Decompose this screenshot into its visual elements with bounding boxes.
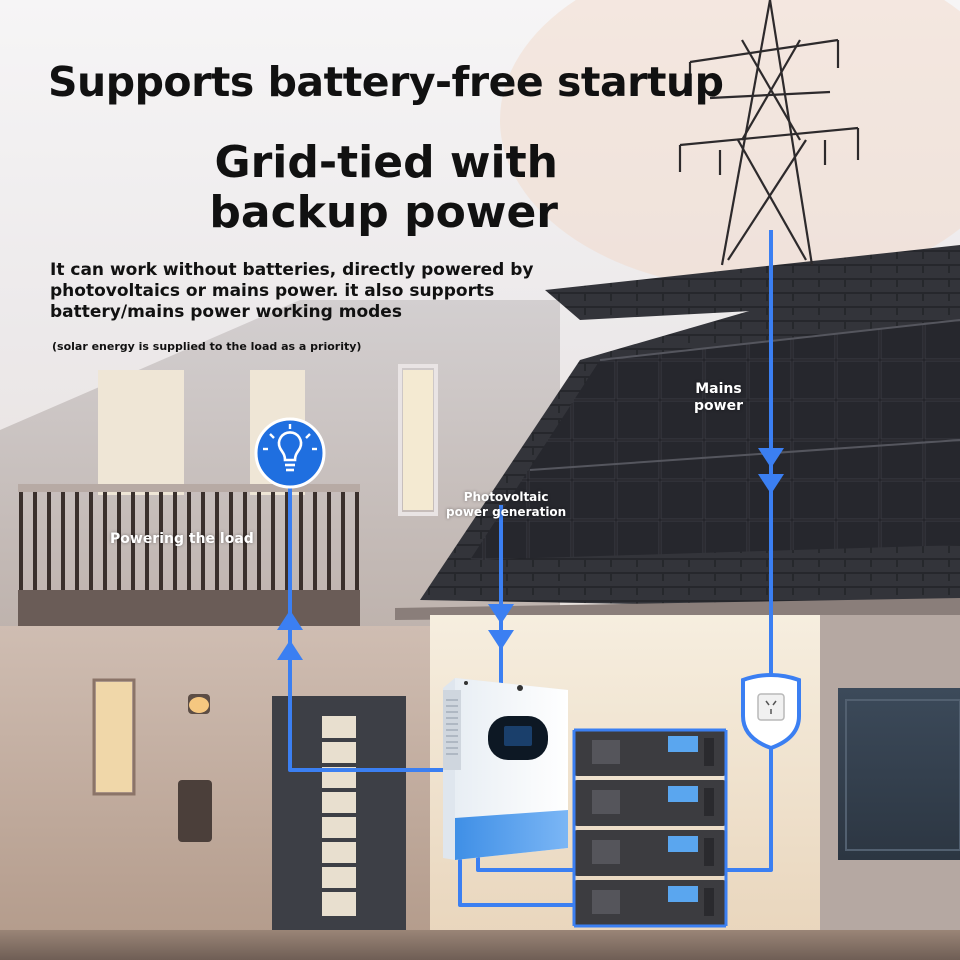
power-socket-icon — [741, 673, 801, 751]
description: It can work without batteries, directly … — [50, 260, 534, 322]
label-mains-power: Mains power — [694, 381, 743, 414]
priority-note: (solar energy is supplied to the load as… — [52, 340, 362, 353]
subheadline: Grid-tied with backup power — [209, 137, 558, 238]
headline: Supports battery-free startup — [48, 58, 724, 106]
label-photovoltaic: Photovoltaic power generation — [446, 490, 567, 519]
battery-stack — [572, 728, 728, 928]
flow-arrows — [277, 448, 784, 660]
inverter-unit — [443, 678, 568, 860]
transmission-tower-icon — [678, 0, 860, 266]
label-powering-load: Powering the load — [110, 531, 254, 547]
lightbulb-icon — [254, 417, 326, 489]
